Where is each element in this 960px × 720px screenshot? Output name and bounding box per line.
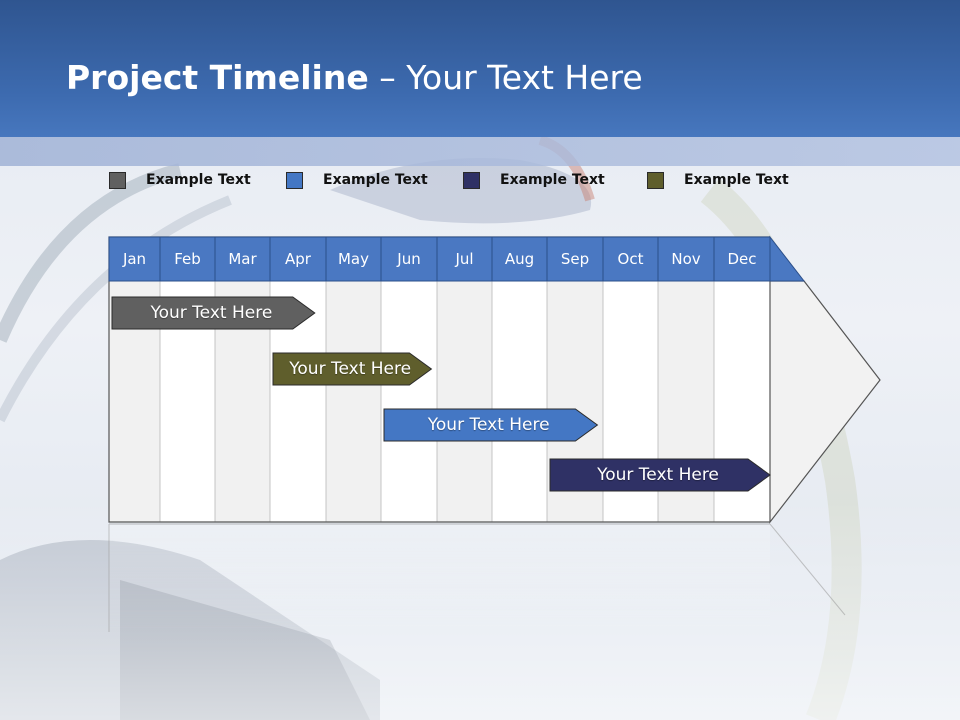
month-header-apr xyxy=(269,236,327,282)
month-column-may xyxy=(325,280,382,523)
month-header-mar xyxy=(214,236,271,282)
timeline-task-bars xyxy=(111,296,771,492)
month-label-jun: Jun xyxy=(397,250,421,268)
title-band xyxy=(0,137,960,166)
legend-swatch-blue xyxy=(286,172,303,189)
timeline-reflection xyxy=(108,523,846,634)
legend-label-blue: Example Text xyxy=(323,172,428,188)
month-column-aug xyxy=(491,280,548,523)
month-label-oct: Oct xyxy=(617,250,644,268)
month-header-aug xyxy=(491,236,548,282)
month-header-jun xyxy=(380,236,438,282)
month-label-apr: Apr xyxy=(285,250,311,268)
legend-label-gray: Example Text xyxy=(146,172,251,188)
month-label-feb: Feb xyxy=(174,250,201,268)
legend-label-navy: Example Text xyxy=(500,172,605,188)
month-header-jan xyxy=(108,236,161,282)
task-bar-label-3: Your Text Here xyxy=(427,415,550,435)
timeline-reflection-fill xyxy=(109,524,770,634)
legend-swatch-olive xyxy=(647,172,664,189)
legend-label-olive: Example Text xyxy=(684,172,789,188)
month-label-jan: Jan xyxy=(122,250,147,268)
task-bar-4 xyxy=(549,458,771,492)
title-rest: – Your Text Here xyxy=(368,58,643,97)
month-label-may: May xyxy=(337,250,369,268)
legend-swatch-navy xyxy=(463,172,480,189)
task-bar-label-2: Your Text Here xyxy=(289,359,412,379)
title-bar xyxy=(0,0,960,137)
title-bold: Project Timeline xyxy=(66,58,369,97)
timeline-month-header xyxy=(108,235,806,282)
task-bar-1 xyxy=(111,296,316,330)
timeline-arrow-tip xyxy=(769,280,881,524)
month-column-jul xyxy=(436,280,493,523)
month-header-sep xyxy=(546,236,604,282)
legend-swatch-gray xyxy=(109,172,126,189)
month-label-jul: Jul xyxy=(455,250,474,268)
task-bar-2 xyxy=(272,352,433,386)
month-label-sep: Sep xyxy=(560,250,590,268)
month-header-feb xyxy=(159,236,216,282)
month-label-nov: Nov xyxy=(671,250,701,268)
month-label-mar: Mar xyxy=(228,250,257,268)
timeline-reflection-diagonal xyxy=(769,523,846,616)
month-header-oct xyxy=(602,236,659,282)
task-bar-label-4: Your Text Here xyxy=(597,465,719,485)
month-label-aug: Aug xyxy=(504,250,535,268)
task-bar-label-1: Your Text Here xyxy=(150,303,273,323)
month-header-dec xyxy=(713,236,771,282)
month-column-jun xyxy=(380,280,438,523)
month-header-tip xyxy=(769,235,806,282)
month-header-nov xyxy=(657,236,715,282)
page-title: Project Timeline – Your Text Here xyxy=(66,58,643,97)
task-bar-3 xyxy=(383,408,599,442)
month-label-dec: Dec xyxy=(727,250,757,268)
month-header-may xyxy=(325,236,382,282)
